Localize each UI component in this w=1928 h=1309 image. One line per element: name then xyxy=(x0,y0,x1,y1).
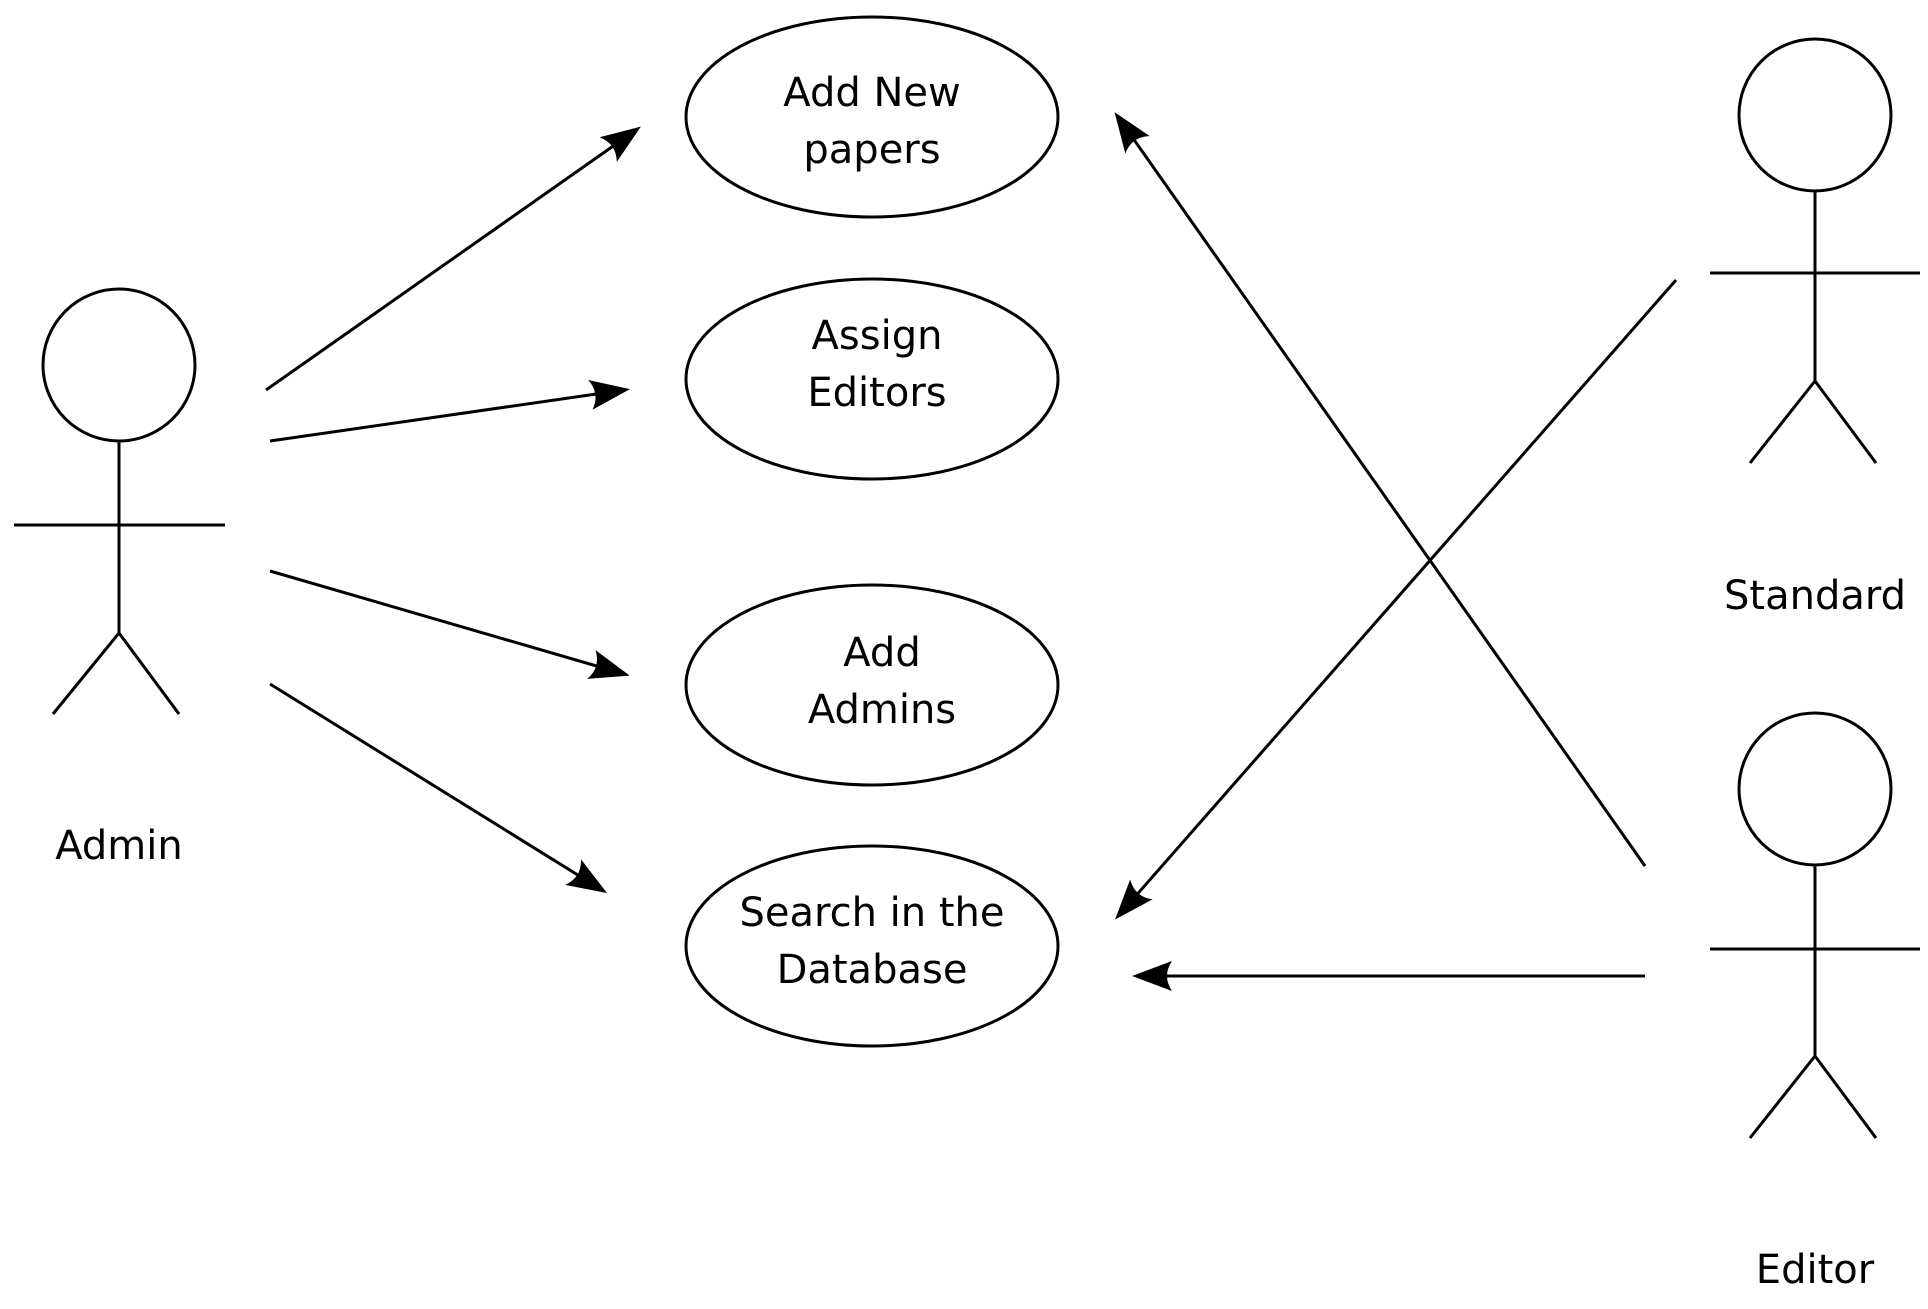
arrow-admin-to-add-new-papers[interactable] xyxy=(265,126,641,392)
actor-right-leg xyxy=(117,632,181,715)
actor-standard[interactable]: Standard xyxy=(1710,37,1920,619)
actor-head-icon xyxy=(41,287,197,443)
use-case-label-line1: Search in the xyxy=(740,890,1005,936)
actor-admin[interactable]: Admin xyxy=(14,287,225,869)
use-case-add-admins[interactable]: Add Admins xyxy=(684,583,1060,787)
actor-label-admin: Admin xyxy=(55,823,182,869)
actor-right-leg xyxy=(1813,380,1878,464)
actor-left-leg xyxy=(1748,380,1817,464)
arrow-admin-to-assign-editors[interactable] xyxy=(269,380,630,443)
use-case-label-line1: Add New xyxy=(783,70,960,116)
actor-label-standard: Standard xyxy=(1724,573,1906,619)
use-case-label-line1: Add xyxy=(843,630,920,676)
use-case-add-new-papers[interactable]: Add New papers xyxy=(684,15,1060,219)
actor-label-editor: Editor xyxy=(1756,1247,1875,1293)
arrow-admin-to-search-database[interactable] xyxy=(269,682,608,894)
actor-editor[interactable]: Editor xyxy=(1710,711,1920,1293)
arrow-standard-to-search-database[interactable] xyxy=(1115,279,1678,920)
arrow-admin-to-add-admins[interactable] xyxy=(269,569,630,679)
use-case-label-line2: Editors xyxy=(807,370,946,416)
use-case-ellipse xyxy=(684,844,1060,1048)
use-case-label-line1: Assign xyxy=(812,313,943,359)
use-case-ellipse xyxy=(684,15,1060,219)
actor-right-leg xyxy=(1813,1055,1878,1139)
actor-head-icon xyxy=(1737,37,1893,193)
actor-head-icon xyxy=(1737,711,1893,867)
use-case-label-line2: Database xyxy=(777,947,968,993)
arrow-editor-to-add-new-papers[interactable] xyxy=(1114,112,1647,867)
use-case-label-line2: papers xyxy=(803,127,940,173)
use-case-label-line2: Admins xyxy=(808,687,956,733)
use-case-assign-editors[interactable]: Assign Editors xyxy=(684,277,1060,481)
use-case-ellipse xyxy=(684,583,1060,787)
actor-left-leg xyxy=(1748,1055,1817,1139)
use-case-ellipse xyxy=(684,277,1060,481)
associations xyxy=(265,112,1678,991)
use-case-search-database[interactable]: Search in the Database xyxy=(684,844,1060,1048)
actor-left-leg xyxy=(51,632,121,715)
